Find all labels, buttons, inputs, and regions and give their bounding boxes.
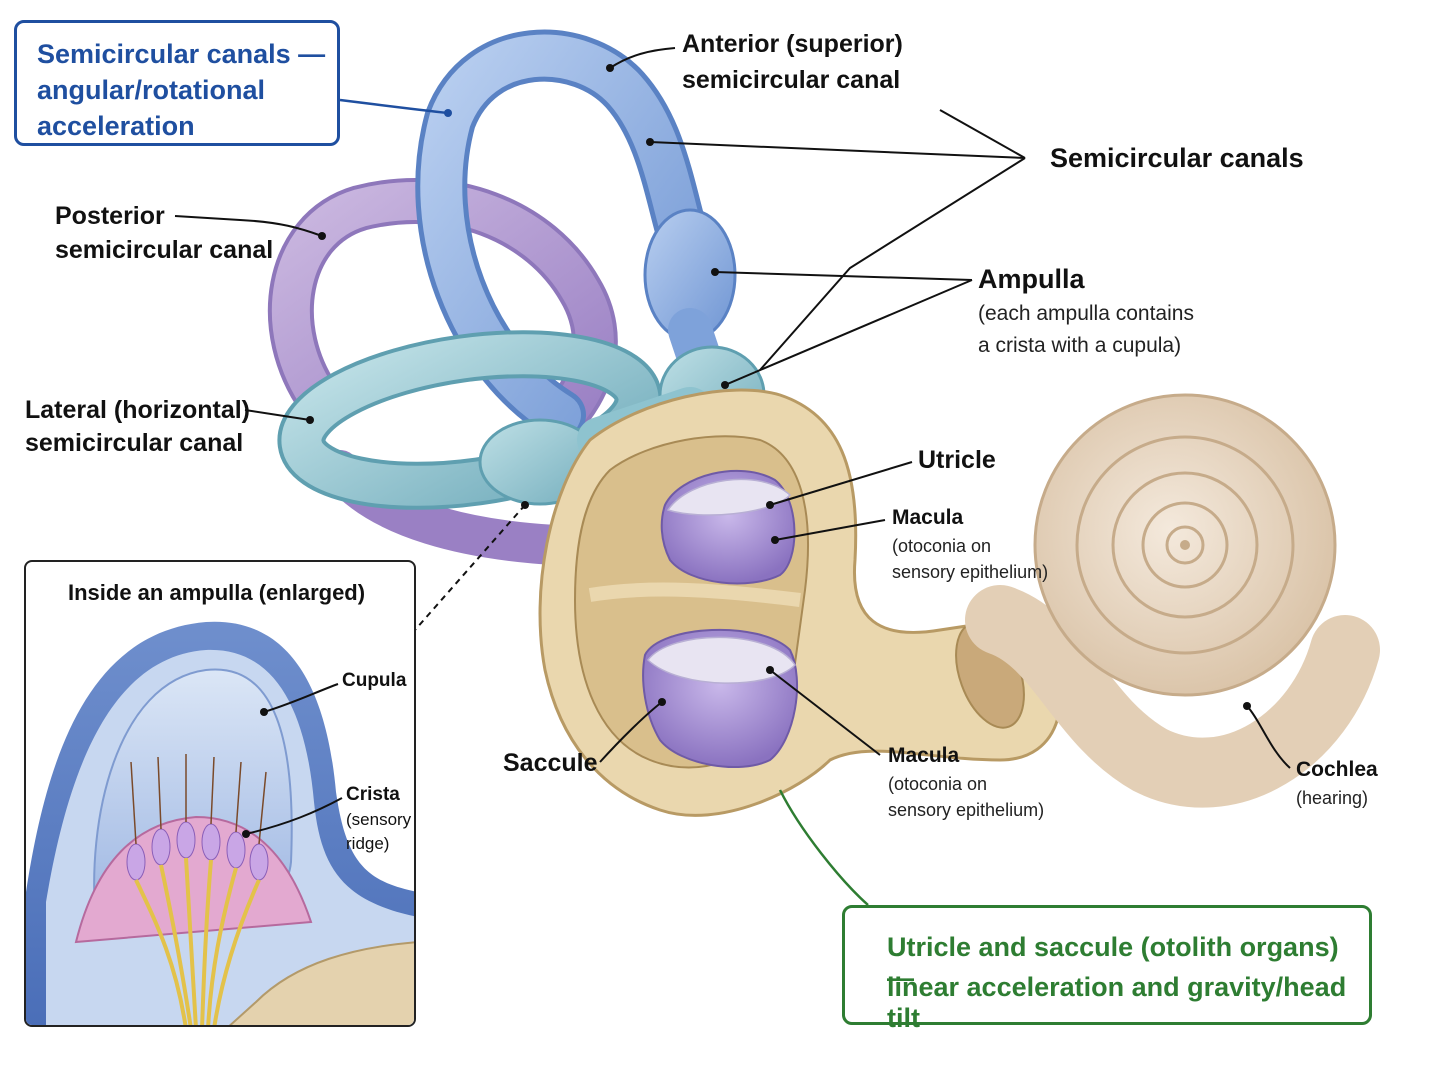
crista-note-line-1: (sensory <box>346 810 412 829</box>
otolith-callout-line-1: Utricle and saccule (otolith organs) — <box>887 932 1339 994</box>
leader-lines <box>174 47 1291 769</box>
semicircular-canals-label: Semicircular canals <box>1050 143 1304 173</box>
inset-dashed-line <box>414 504 526 631</box>
utricle-macula-note-line-2: sensory epithelium) <box>892 562 1049 582</box>
semicircular-callout-line-2: angular/rotational <box>37 75 266 105</box>
ampulla-inset-illustration <box>26 621 414 1025</box>
inset-title: Inside an ampulla (enlarged) <box>68 580 366 605</box>
lateral-label-line-1: Lateral (horizontal) <box>25 396 251 424</box>
posterior-label-line-2: semicircular canal <box>55 236 274 264</box>
posterior-label-line-1: Posterior <box>55 202 165 230</box>
semicircular-callout-box: Semicircular canals — angular/rotational… <box>14 20 340 146</box>
semicircular-callout-line-3: acceleration <box>37 111 195 141</box>
cochlea-label: Cochlea <box>1296 758 1378 781</box>
saccule-macula-note-line-2: sensory epithelium) <box>888 800 1045 820</box>
saccule-label: Saccule <box>503 749 598 777</box>
ampulla-note-line-1: (each ampulla contains <box>978 302 1194 325</box>
leader-dots <box>306 64 1251 710</box>
semicircular-callout-line-1: Semicircular canals — <box>37 39 326 69</box>
green-callout-line <box>778 789 869 906</box>
ampulla-note-line-2: a crista with a cupula) <box>978 334 1182 357</box>
utricle-macula-note-line-1: (otoconia on <box>892 536 992 556</box>
crista-label: Crista <box>346 784 400 805</box>
crista-note-line-2: ridge) <box>346 834 390 853</box>
blue-callout-line <box>339 98 449 115</box>
anterior-label-line-2: semicircular canal <box>682 66 901 94</box>
saccule-macula <box>642 628 799 769</box>
anterior-label-line-1: Anterior (superior) <box>682 30 903 58</box>
otolith-callout-box: Utricle and saccule (otolith organs) — l… <box>842 905 1372 1033</box>
ampulla-label: Ampulla <box>978 264 1085 294</box>
ampulla-inset: Inside an ampulla (enlarged) Cupula Cris… <box>24 560 416 1027</box>
utricle-macula <box>660 469 796 585</box>
cochlea-note: (hearing) <box>1296 788 1369 808</box>
otolith-callout-line-2: linear acceleration and gravity/head til… <box>887 972 1347 1034</box>
lateral-label-line-2: semicircular canal <box>25 429 244 457</box>
utricle-macula-label: Macula <box>892 506 964 529</box>
saccule-macula-note-line-1: (otoconia on <box>888 774 988 794</box>
anterior-canal <box>415 29 737 441</box>
utricle-label: Utricle <box>918 446 996 474</box>
cochlea-spiral <box>965 393 1380 808</box>
cupula-label: Cupula <box>342 670 407 691</box>
saccule-macula-label: Macula <box>888 744 960 767</box>
